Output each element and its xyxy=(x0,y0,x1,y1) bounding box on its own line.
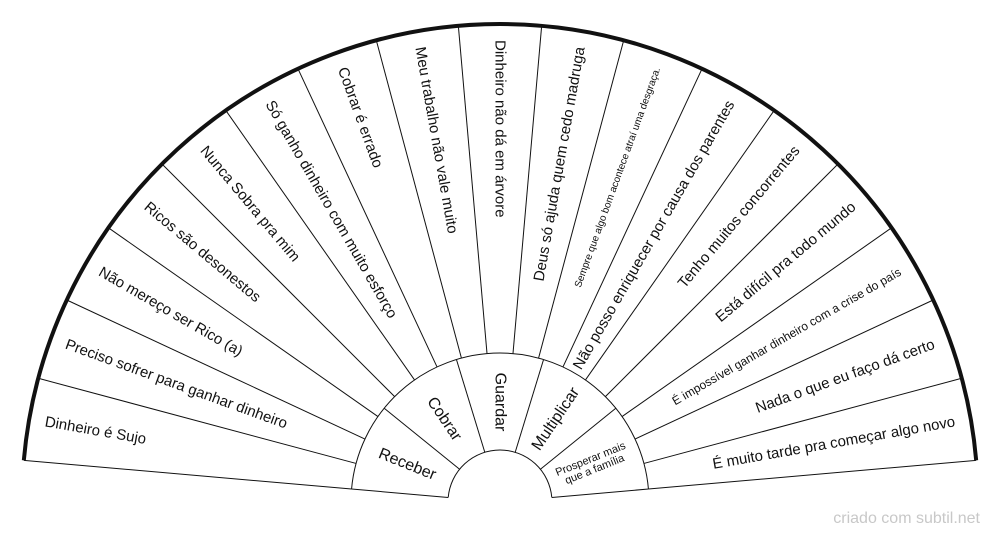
outer-segment-label: Dinheiro não dá em árvore xyxy=(492,40,509,218)
outer-divider xyxy=(605,163,839,397)
inner-divider xyxy=(351,488,449,498)
inner-segment: Receber xyxy=(376,445,439,484)
footer-credit: criado com subtil.net xyxy=(833,510,980,527)
outer-divider xyxy=(512,25,543,354)
outer-divider xyxy=(457,25,488,354)
outer-segment-label: Ricos são desonestos xyxy=(141,199,264,306)
outer-divider xyxy=(375,40,462,359)
outer-divider xyxy=(161,163,395,397)
outer-divider xyxy=(108,227,379,417)
inner-divider xyxy=(514,359,545,453)
inner-divider xyxy=(551,488,649,498)
outer-divider xyxy=(66,299,366,440)
outer-rim-arc xyxy=(21,22,979,461)
inner-divider xyxy=(540,407,617,470)
outer-divider xyxy=(23,459,352,490)
outer-segment-label: Nunca Sobra pra mim xyxy=(197,143,304,266)
inner-segment-label: Multiplicar xyxy=(529,384,584,454)
outer-divider xyxy=(621,227,892,417)
outer-segment-label: Dinheiro é Sujo xyxy=(44,413,148,448)
inner-segment: Cobrar xyxy=(423,394,465,445)
outer-divider xyxy=(225,110,415,381)
inner-divider xyxy=(455,359,486,453)
outer-segment-label: É impossível ganhar dinheiro com a crise… xyxy=(669,264,904,408)
inner-divider xyxy=(383,407,460,470)
outer-divider xyxy=(585,110,775,381)
outer-divider xyxy=(38,377,357,464)
outer-divider xyxy=(562,68,703,368)
inner-segment-label: Receber xyxy=(376,445,439,484)
inner-segment-label: Guardar xyxy=(492,373,509,432)
outer-segment-label: Deus só ajuda quem cedo madruga xyxy=(531,45,589,283)
outer-segment-label: Meu trabalho não vale muito xyxy=(411,46,461,235)
inner-segment-label: Cobrar xyxy=(423,394,465,445)
outer-divider xyxy=(538,40,625,359)
outer-divider xyxy=(634,299,934,440)
outer-divider xyxy=(643,377,962,464)
hub-arc xyxy=(447,449,553,498)
outer-segment-label: É muito tarde pra começar algo novo xyxy=(711,413,956,472)
outer-segment-label: Só ganho dinheiro com muito esforço xyxy=(262,98,401,322)
middle-ring-arc xyxy=(351,352,649,490)
outer-divider xyxy=(648,459,977,490)
outer-divider xyxy=(297,68,438,368)
outer-segment-label: Nada o que eu faço dá certo xyxy=(753,336,937,417)
inner-segment: Multiplicar xyxy=(529,384,584,454)
outer-segment-label: Cobrar é errado xyxy=(334,65,386,170)
outer-segment-label: Preciso sofrer para ganhar dinheiro xyxy=(63,336,290,432)
inner-segment: Guardar xyxy=(492,373,509,432)
